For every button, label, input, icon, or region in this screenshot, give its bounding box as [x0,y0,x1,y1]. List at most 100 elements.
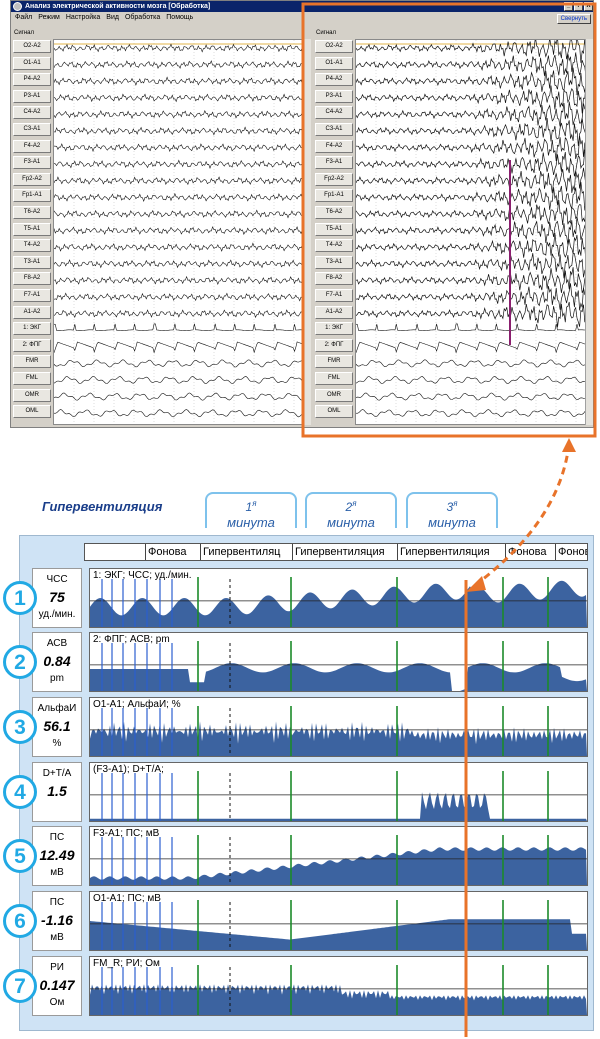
menu-mode[interactable]: Режим [38,14,60,21]
eeg-trace [356,409,589,418]
channel-button[interactable]: P3-A1 [315,89,353,103]
metric-unit: мВ [50,867,64,878]
collapse-button[interactable]: Свернуть [556,14,591,24]
eeg-trace [54,341,309,354]
channel-button[interactable]: Fp2-A2 [13,172,51,186]
channel-button[interactable]: FML [13,372,51,385]
channel-button[interactable]: T4-A2 [315,239,353,253]
channel-button[interactable]: C3-A1 [315,123,353,136]
channel-button[interactable]: T6-A2 [315,206,353,219]
channel-button[interactable]: P4-A2 [13,73,51,87]
eeg-trace [356,117,590,146]
trend-svg [90,577,587,627]
menu-help[interactable]: Помощь [166,14,194,21]
channel-button[interactable]: C3-A1 [13,123,51,136]
trend-plot: F3-A1; ПС; мВ [89,826,588,886]
channel-button[interactable]: O2-A2 [13,40,51,53]
channel-button[interactable]: C4-A2 [13,106,51,120]
minute-label: минута [227,515,275,530]
minute-ordinal: 1 [245,500,253,514]
minute-tab-2[interactable]: 2я минута [305,492,397,530]
vertical-scrollbar[interactable] [585,39,593,425]
minute-tab-3[interactable]: 3я минута [406,492,498,530]
channel-button[interactable]: T5-A1 [13,222,51,236]
trend-label: 1: ЭКГ; ЧСС; уд./мин. [93,570,192,581]
vertical-scrollbar[interactable] [303,39,311,425]
metric-unit: уд./мин. [38,609,76,620]
channel-button[interactable]: A1-A2 [13,305,51,319]
channel-button[interactable]: OML [315,405,353,419]
channel-button[interactable]: F3-A1 [315,156,353,170]
eeg-trace [356,296,590,328]
eeg-trace [356,341,589,354]
trend-svg [90,965,587,1015]
channel-button[interactable]: OMR [315,388,353,402]
title-buttons: _ ? X [564,2,593,11]
channel-button[interactable]: Fp2-A2 [315,172,353,186]
eeg-trace [54,392,309,401]
minute-tab-1[interactable]: 1я минута [205,492,297,530]
minute-suffix: я [352,499,357,508]
eeg-trace [54,60,309,69]
minute-label: минута [327,515,375,530]
trend-area [90,663,587,691]
eeg-trace [356,181,590,211]
eeg-trace [54,176,310,186]
menu-view[interactable]: Вид [106,14,119,21]
channel-button[interactable]: F4-A2 [315,139,353,153]
channel-button[interactable]: FMR [315,355,353,369]
channel-button[interactable]: A1-A2 [315,305,353,319]
metric-unit: % [52,738,62,749]
menu-processing[interactable]: Обработка [124,14,161,21]
channel-button[interactable]: F7-A1 [315,289,353,302]
channel-button[interactable]: C4-A2 [315,106,353,120]
channel-button[interactable]: FMR [13,355,51,369]
channel-button[interactable]: Fp1-A1 [315,189,353,203]
eeg-trace [54,143,310,153]
metric-value: 1.5 [47,783,67,799]
eeg-trace [54,192,310,202]
channel-button[interactable]: 2: ФПГ [13,338,51,352]
channel-button[interactable]: T6-A2 [13,206,51,219]
eeg-trace [54,43,309,53]
channel-button[interactable]: P4-A2 [315,73,353,87]
eeg-trace [356,252,590,279]
channel-button[interactable]: F4-A2 [13,139,51,153]
trend-plot: (F3-A1); D+T/A; [89,762,588,822]
trend-area [90,721,587,756]
menu-settings[interactable]: Настройка [65,14,101,21]
trend-plot: 2: ФПГ; АСВ; pm [89,632,588,692]
channel-button[interactable]: 1: ЭКГ [315,322,353,336]
channel-button[interactable]: T3-A1 [315,255,353,269]
channel-button[interactable]: P3-A1 [13,89,51,103]
channel-button[interactable]: FML [315,372,353,385]
metric-unit: pm [50,673,64,684]
channel-button[interactable]: F7-A1 [13,289,51,302]
minimize-button[interactable]: _ [564,2,573,11]
trend-area [90,580,587,627]
channel-button[interactable]: OMR [13,388,51,402]
channel-button[interactable]: O1-A1 [315,56,353,70]
eeg-trace [54,409,309,418]
channel-button[interactable]: T3-A1 [13,255,51,269]
app-icon [13,2,22,11]
channel-button[interactable]: F8-A2 [13,272,51,286]
channel-button[interactable]: O1-A1 [13,56,51,70]
trend-svg [90,900,587,950]
eeg-trace [54,359,309,368]
channel-button[interactable]: O2-A2 [315,40,353,53]
channel-button[interactable]: Fp1-A1 [13,189,51,203]
close-button[interactable]: X [584,2,593,11]
channel-button[interactable]: 1: ЭКГ [13,322,51,336]
channel-button[interactable]: OML [13,405,51,419]
channel-button[interactable]: 2: ФПГ [315,338,353,352]
menu-file[interactable]: Файл [15,14,33,21]
help-button[interactable]: ? [574,2,583,11]
channel-button[interactable]: T4-A2 [13,239,51,253]
channel-button[interactable]: F8-A2 [315,272,353,286]
channel-button[interactable]: T5-A1 [315,222,353,236]
eeg-trace [54,292,310,302]
channel-button[interactable]: F3-A1 [13,156,51,170]
